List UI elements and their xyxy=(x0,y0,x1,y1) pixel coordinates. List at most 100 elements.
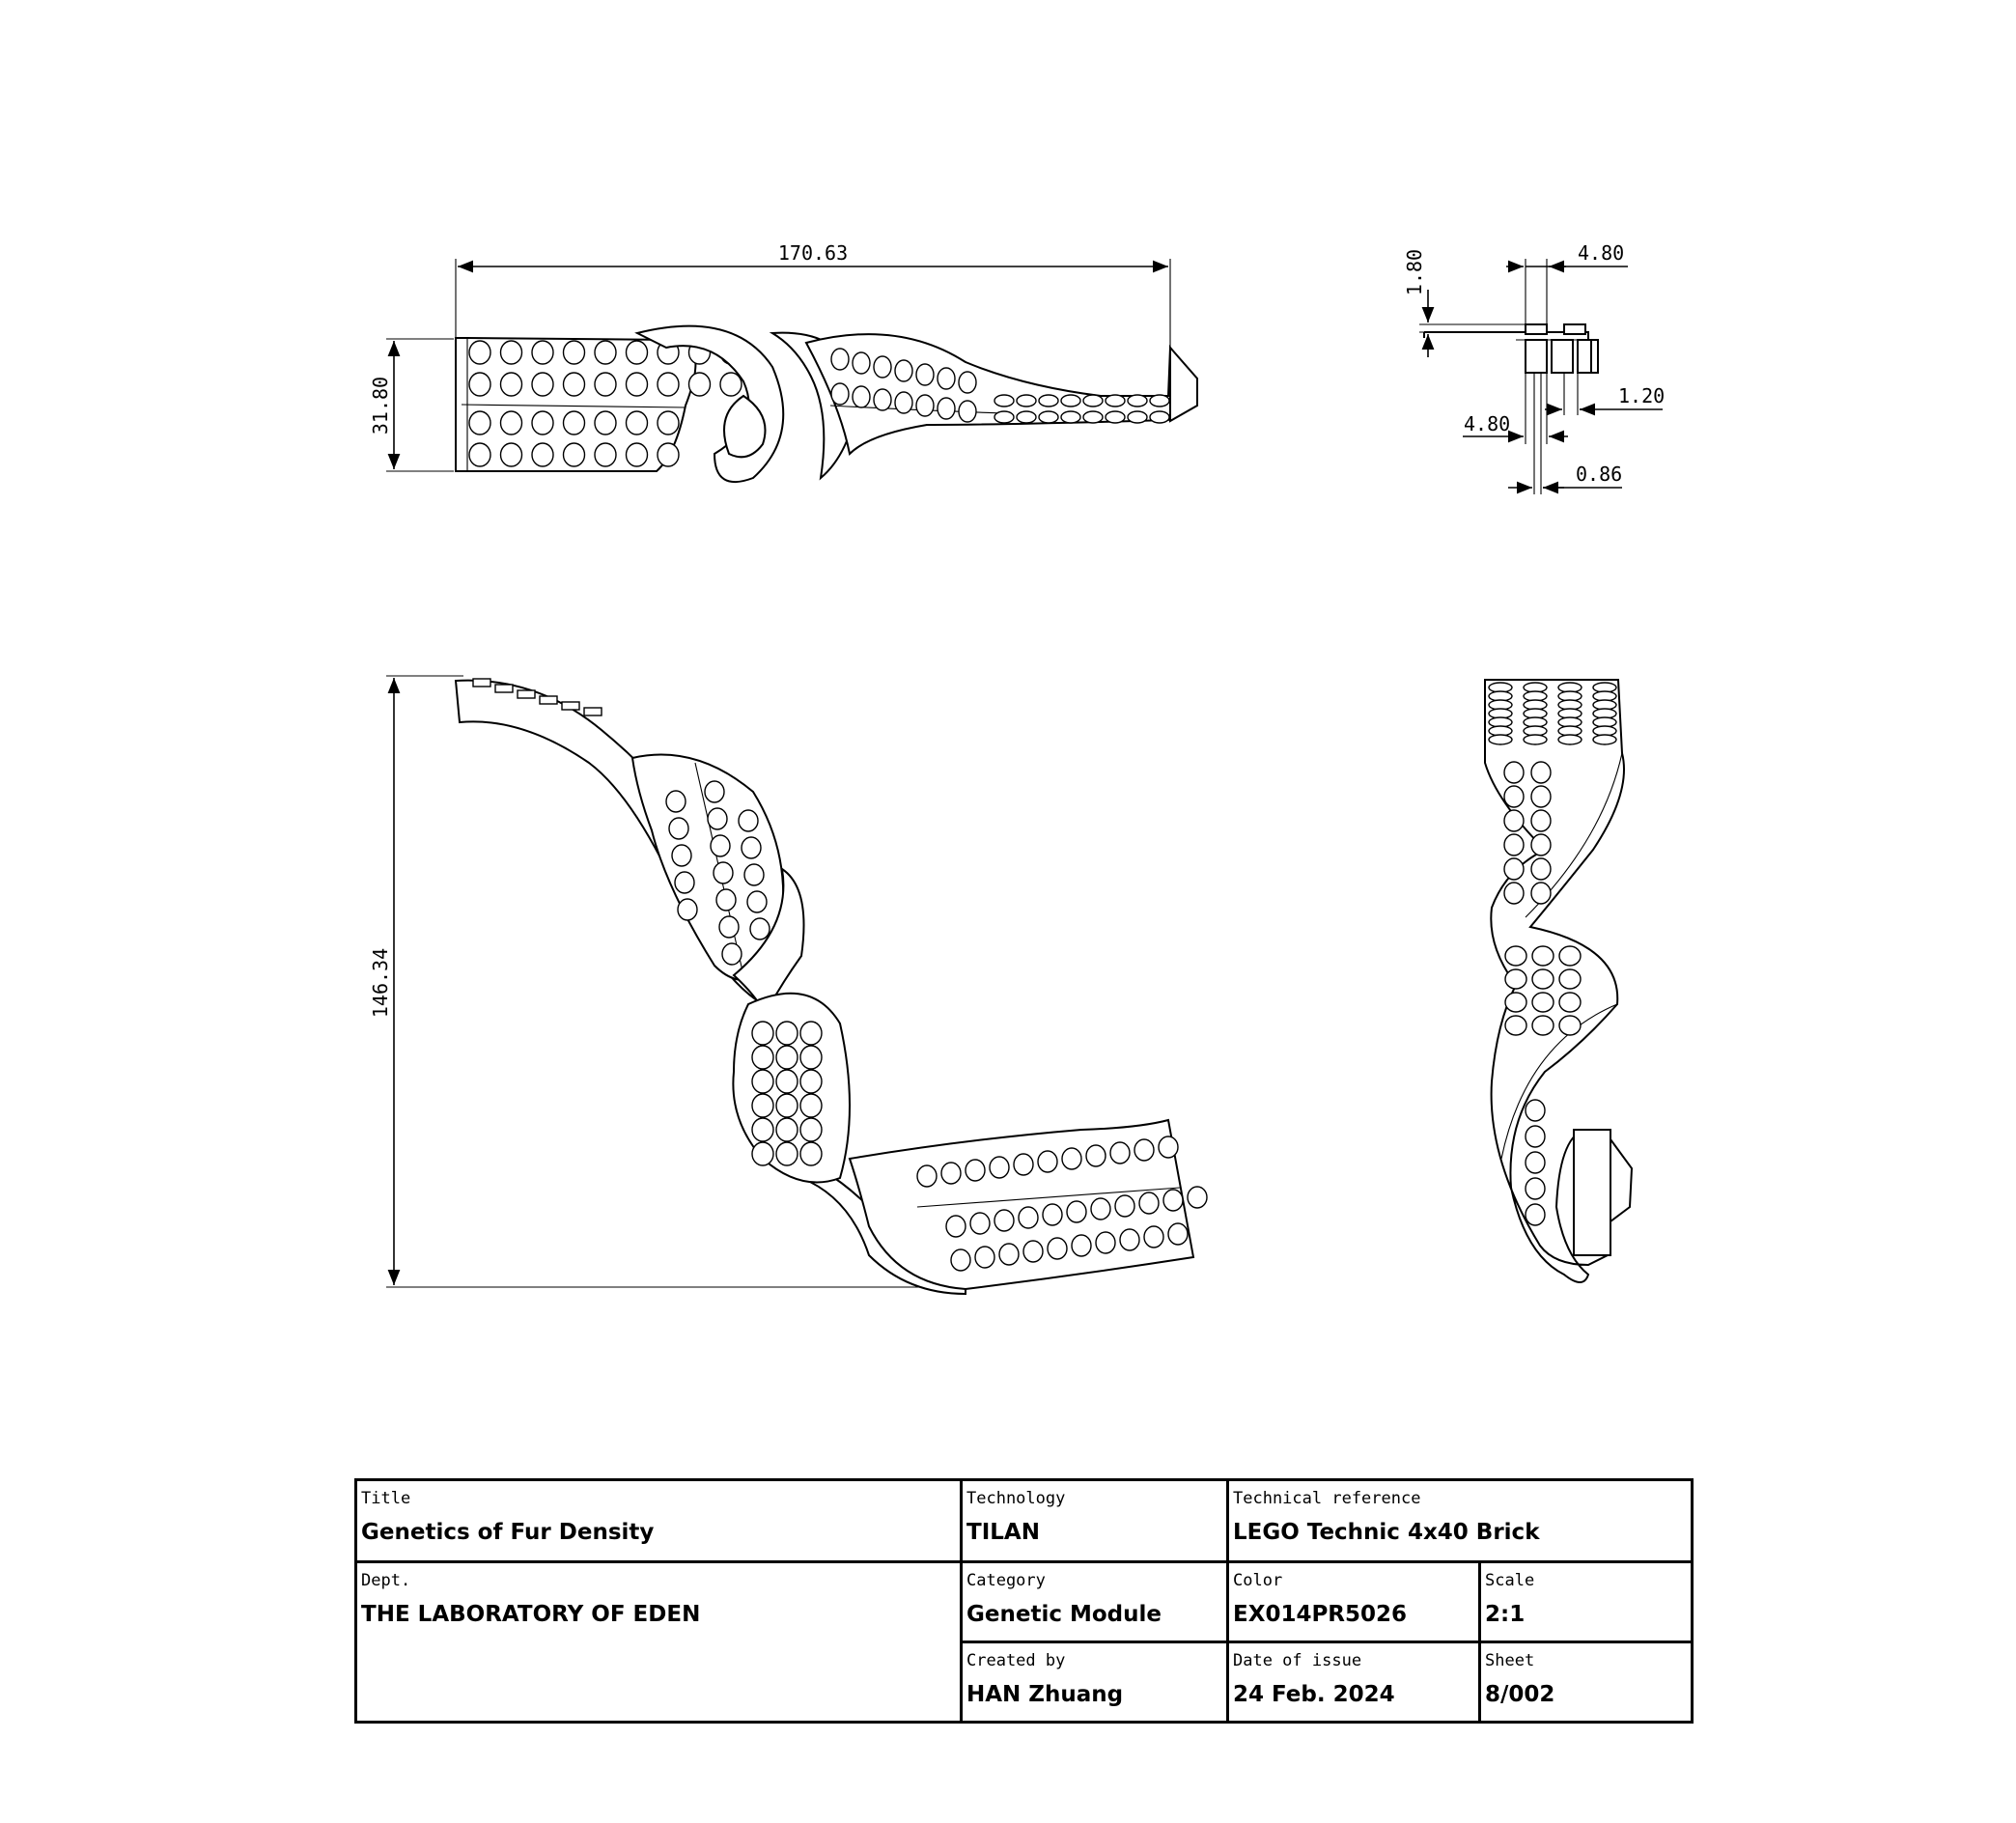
stud xyxy=(719,372,742,397)
stud xyxy=(657,410,680,435)
stud xyxy=(1504,968,1527,990)
color-label: Color xyxy=(1233,1571,1283,1590)
stud xyxy=(594,372,617,397)
detail-section: 1.80 4.80 1.20 4.80 0.86 xyxy=(1403,241,1665,494)
stud xyxy=(958,371,977,394)
stud xyxy=(1085,1144,1106,1167)
title-cell: Title Genetics of Fur Density xyxy=(357,1481,960,1560)
sheet-value: 8/002 xyxy=(1485,1682,1555,1707)
top-view: 170.63 31.80 xyxy=(369,241,1198,483)
stud xyxy=(677,898,698,921)
title-value: Genetics of Fur Density xyxy=(361,1520,655,1545)
stud xyxy=(1013,1153,1034,1176)
stud xyxy=(1530,833,1552,856)
stud xyxy=(1061,1147,1082,1170)
stud xyxy=(562,340,586,365)
stud xyxy=(625,340,649,365)
stud xyxy=(468,340,491,365)
stud xyxy=(1525,1125,1546,1148)
stud xyxy=(830,348,850,371)
date-of-issue-value: 24 Feb. 2024 xyxy=(1233,1682,1395,1707)
stud xyxy=(668,817,689,840)
stud xyxy=(674,871,695,894)
stud xyxy=(710,834,731,857)
stud xyxy=(1503,833,1525,856)
stud xyxy=(1557,734,1582,745)
stud xyxy=(1525,1177,1546,1200)
stud xyxy=(1158,1136,1179,1159)
stud xyxy=(499,340,523,365)
stud xyxy=(1038,394,1059,407)
stud xyxy=(1503,785,1525,808)
stud xyxy=(1531,945,1554,967)
dim-stud-height-label: 1.80 xyxy=(1403,249,1426,295)
dim-height-label: 31.80 xyxy=(369,377,392,435)
stud xyxy=(1071,1234,1092,1257)
stud xyxy=(562,442,586,467)
dim-length-label: 170.63 xyxy=(778,241,848,265)
stud xyxy=(873,388,892,411)
technology-label: Technology xyxy=(966,1489,1066,1508)
stud xyxy=(994,410,1015,424)
stud xyxy=(1503,857,1525,881)
dim-pitch-bottom-label: 4.80 xyxy=(1464,412,1510,435)
stud xyxy=(1090,1197,1111,1220)
stud xyxy=(969,1212,991,1235)
stud xyxy=(989,1156,1010,1179)
sheet-label: Sheet xyxy=(1485,1651,1535,1670)
stud xyxy=(799,1117,823,1142)
created-by-cell: Created by HAN Zhuang xyxy=(963,1643,1226,1721)
date-of-issue-label: Date of issue xyxy=(1233,1651,1362,1670)
stud xyxy=(738,809,759,832)
stud xyxy=(998,1243,1020,1266)
stud xyxy=(594,340,617,365)
stud xyxy=(583,707,602,716)
stud xyxy=(1504,1015,1527,1036)
stud xyxy=(625,410,649,435)
stud xyxy=(1119,1228,1140,1251)
created-by-value: HAN Zhuang xyxy=(966,1682,1124,1707)
stud xyxy=(1149,394,1170,407)
stud xyxy=(1488,734,1513,745)
stud xyxy=(687,372,712,397)
date-of-issue-cell: Date of issue 24 Feb. 2024 xyxy=(1229,1643,1478,1721)
dim-gap-label: 0.86 xyxy=(1576,463,1622,486)
dept-value: THE LABORATORY OF EDEN xyxy=(361,1602,701,1627)
stud xyxy=(775,1021,798,1046)
stud xyxy=(561,701,580,711)
stud xyxy=(494,684,514,693)
stud xyxy=(531,340,554,365)
stud xyxy=(472,678,491,687)
stud xyxy=(994,1209,1015,1232)
stud xyxy=(749,917,770,940)
stud xyxy=(1525,1151,1546,1174)
stud xyxy=(531,410,554,435)
stud xyxy=(799,1093,823,1118)
category-value: Genetic Module xyxy=(966,1602,1162,1627)
stud xyxy=(1530,761,1552,784)
stud xyxy=(1149,410,1170,424)
stud xyxy=(1558,968,1582,990)
stud xyxy=(799,1141,823,1166)
stud xyxy=(1105,410,1126,424)
stud xyxy=(741,836,762,859)
stud xyxy=(1531,992,1554,1013)
stud xyxy=(751,1045,774,1070)
stud xyxy=(707,807,728,830)
sheet-cell: Sheet 8/002 xyxy=(1481,1643,1691,1721)
stud xyxy=(852,385,871,408)
stud xyxy=(1022,1240,1044,1263)
stud xyxy=(1134,1138,1155,1162)
stud xyxy=(657,372,680,397)
category-cell: Category Genetic Module xyxy=(963,1563,1226,1641)
stud xyxy=(1105,394,1126,407)
stud xyxy=(1143,1225,1164,1248)
stud xyxy=(594,410,617,435)
stud xyxy=(852,351,871,375)
stud xyxy=(657,442,680,467)
stud xyxy=(1530,785,1552,808)
stud xyxy=(746,890,768,913)
dim-wall-label: 1.20 xyxy=(1618,384,1665,407)
technical-reference-cell: Technical reference LEGO Technic 4x40 Br… xyxy=(1229,1481,1691,1560)
stud xyxy=(499,410,523,435)
